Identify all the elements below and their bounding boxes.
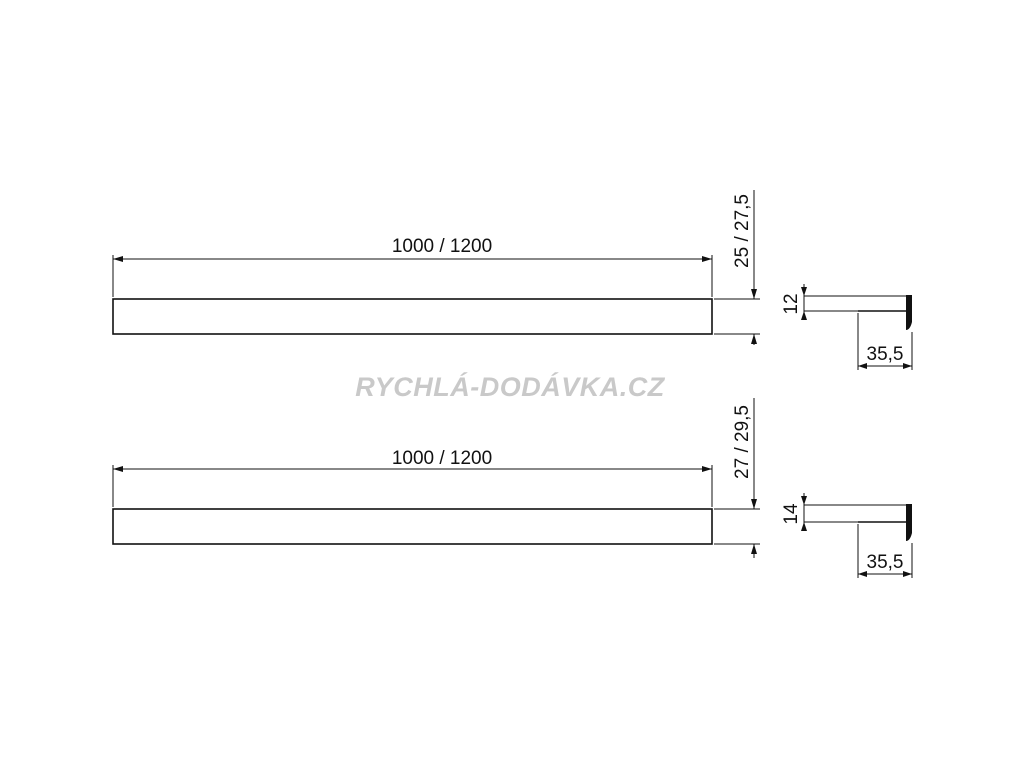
height-label-2: 27 / 29,5 [732,405,753,479]
height-dimension-2: 27 / 29,5 [714,398,760,558]
bar-1-outline [112,298,713,335]
length-dimension-1: 1000 / 1200 [112,236,713,297]
profile-width-label-2: 35,5 [867,552,904,573]
height-dimension-1: 25 / 27,5 [714,190,760,345]
length-label-2: 1000 / 1200 [392,448,492,469]
profile-width-label-1: 35,5 [867,344,904,365]
profile-2: 14 35,5 [781,493,913,578]
height-label-1: 25 / 27,5 [732,194,753,268]
view-1: 1000 / 1200 25 / 27,5 12 [112,190,913,370]
length-dimension-2: 1000 / 1200 [112,448,713,507]
watermark-text: RYCHLÁ-DODÁVKA.CZ [355,371,666,402]
view-2: 1000 / 1200 27 / 29,5 14 35,5 [112,398,913,578]
profile-height-label-1: 12 [781,293,802,314]
length-label-1: 1000 / 1200 [392,236,492,257]
profile-height-label-2: 14 [781,503,802,525]
profile-1: 12 35,5 [781,284,913,370]
bar-2-outline [112,508,713,545]
